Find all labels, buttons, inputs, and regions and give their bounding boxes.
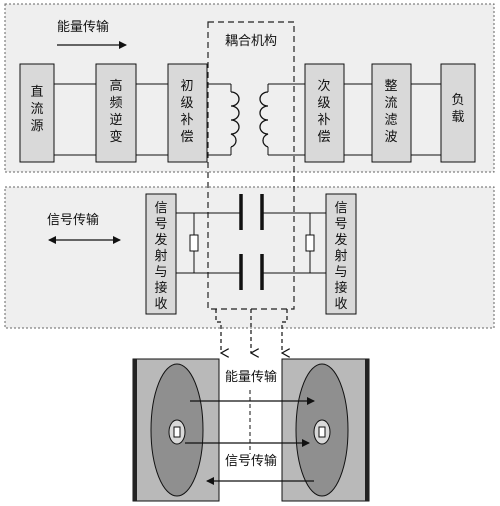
bottom-energy-label: 能量传输 [225,369,277,385]
capacitor-plates [239,194,264,290]
left-plate [132,358,220,502]
bottom-signal-label: 信号传输 [225,453,277,469]
block-signal-right: 信号发射与接收 [325,193,357,315]
block-primary: 初级补偿 [167,63,208,163]
block-secondary-label: 次级补偿 [317,78,330,145]
down-arrows [215,309,287,353]
block-primary-label: 初级补偿 [180,79,193,145]
signal-arrow-label: 信号传输 [47,212,99,228]
resistor-left [189,234,199,252]
block-dc-label: 直流源 [30,85,43,134]
block-dc: 直流源 [19,63,55,163]
right-plate [281,358,370,502]
power-panel [4,3,495,173]
block-inverter: 高频逆变 [95,63,137,163]
coupling-label: 耦合机构 [225,34,277,49]
energy-arrow-label: 能量传输 [57,19,109,35]
block-rectifier-label: 整流滤波 [384,79,397,145]
block-signal-left: 信号发射与接收 [145,193,177,315]
block-inverter-label: 高频逆变 [109,78,122,145]
transformer-coils [230,91,269,148]
block-rectifier: 整流滤波 [371,63,412,163]
power-wires [54,83,441,156]
resistor-right [305,234,315,252]
block-load: 负载 [440,63,476,163]
signal-panel [4,186,495,329]
block-load-label: 负载 [451,93,464,125]
block-signal-left-label: 信号发射与接收 [154,201,167,312]
block-secondary: 次级补偿 [304,63,345,163]
signal-wires [176,212,326,274]
block-signal-right-label: 信号发射与接收 [334,201,347,312]
